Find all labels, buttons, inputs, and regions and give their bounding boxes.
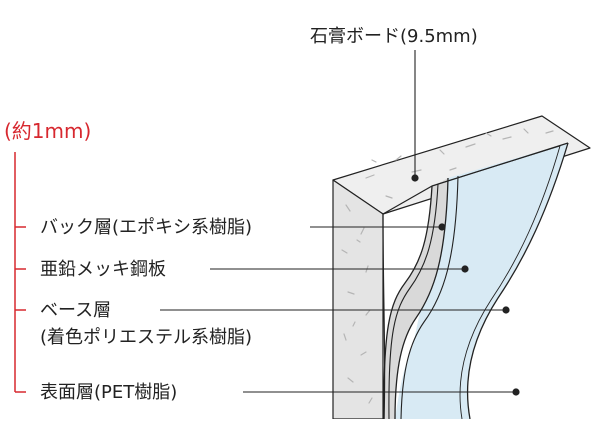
- leader-lines: [160, 50, 516, 393]
- surface-layer-edge-inner: [459, 145, 561, 420]
- gypsum-texture: [341, 128, 554, 404]
- back-layer-edge: [383, 185, 433, 420]
- surface-layer-label: 表面層(PET樹脂): [40, 382, 177, 403]
- base-layer-label: ベース層: [40, 300, 111, 321]
- surface-layer-face: [395, 143, 568, 419]
- thickness-bracket: [14, 152, 26, 393]
- panel-top-edge-inner: [437, 145, 561, 185]
- gypsum-board: [332, 115, 591, 420]
- steel-sheet-edge-b: [394, 177, 449, 420]
- base-layer-edge: [400, 175, 459, 420]
- steel-sheet-edge-a: [388, 183, 439, 420]
- steel-panel-layers: [382, 142, 569, 420]
- thickness-label: (約1mm): [4, 119, 91, 143]
- back-layer-label: バック層(エポキシ系樹脂): [40, 217, 252, 238]
- gypsum-board-front-face: [332, 179, 384, 420]
- surface-layer-edge: [466, 142, 569, 420]
- base-layer-sublabel: (着色ポリエステル系樹脂): [40, 327, 252, 348]
- gypsum-board-label: 石膏ボード(9.5mm): [310, 25, 478, 47]
- steel-sheet-label: 亜鉛メッキ鋼板: [40, 259, 166, 280]
